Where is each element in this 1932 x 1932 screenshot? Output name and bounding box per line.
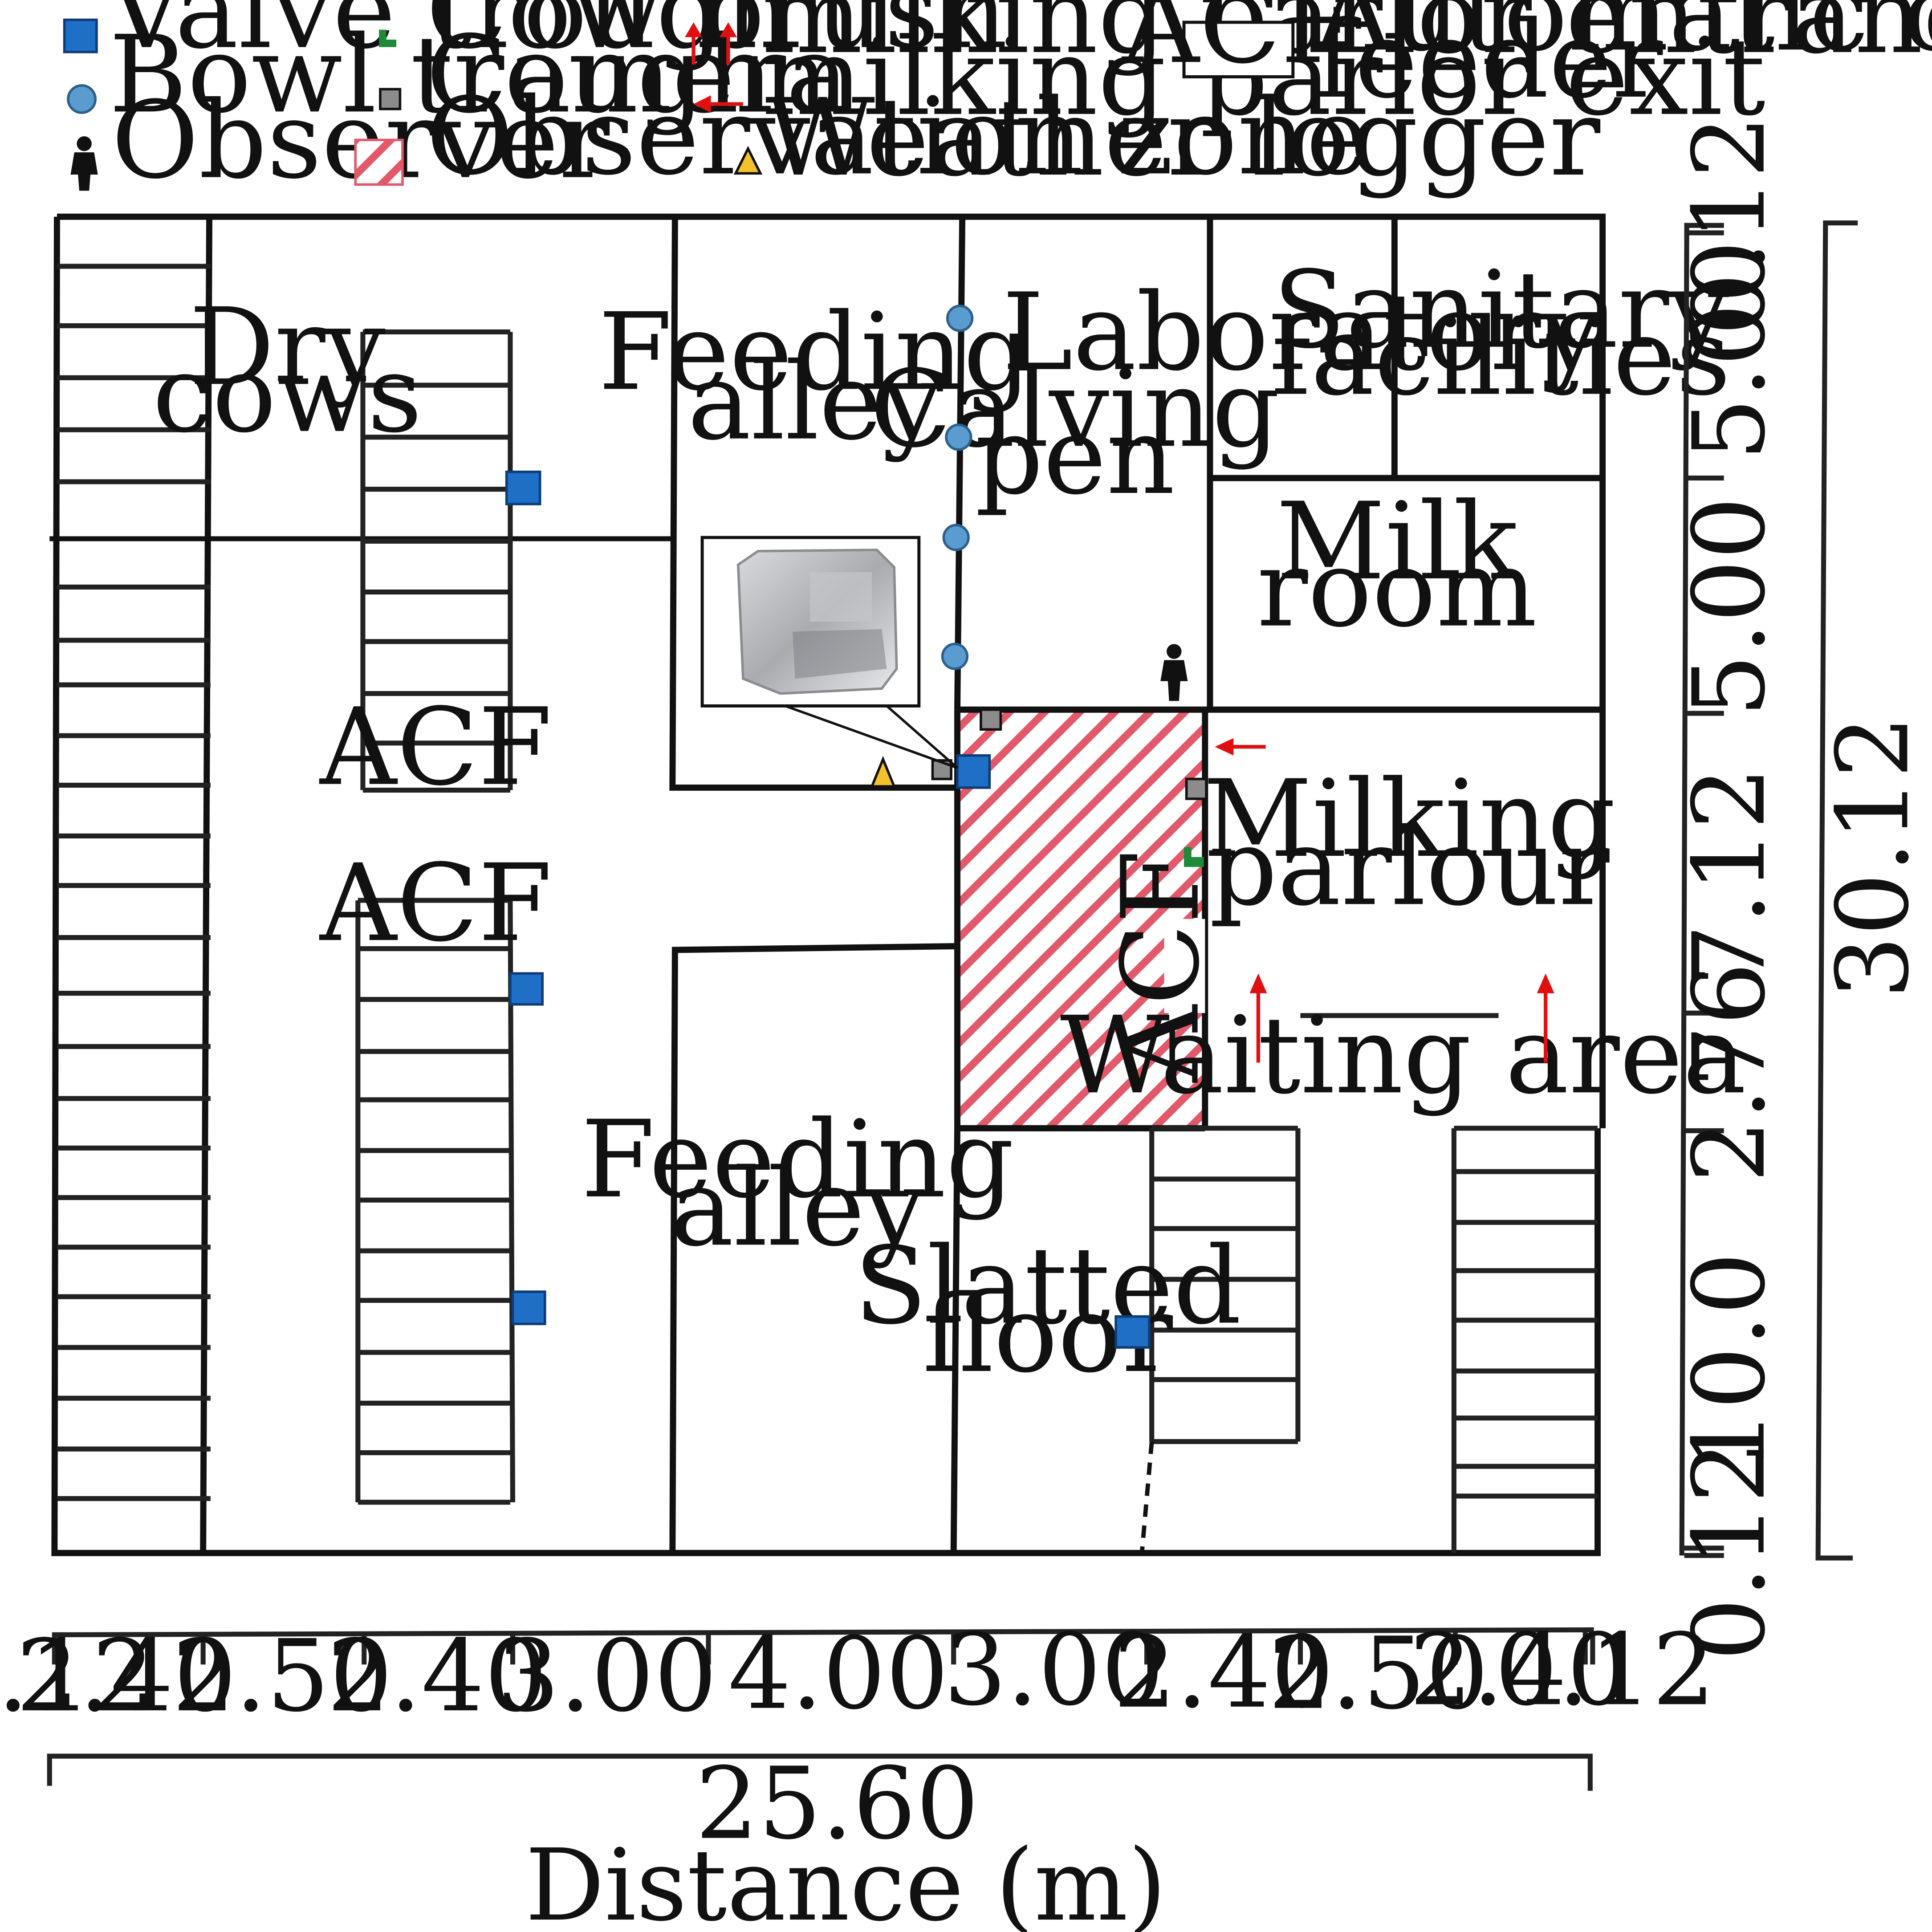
- dry-cows-label-1: Dry: [189, 285, 386, 409]
- laboratory-label: Laboratory: [1002, 271, 1601, 395]
- vertical-dimension-label: 10.0: [1672, 1252, 1787, 1472]
- observer-legend-icon: [70, 136, 98, 191]
- sanitary-label-2: facilities: [1271, 295, 1731, 419]
- acf-legend-box: [1182, 20, 1295, 78]
- right-center-stalls: [1149, 1126, 1301, 1444]
- valve-trough-icon: [511, 1290, 546, 1326]
- legend-bowl-trough: Bowl trough: [109, 13, 774, 137]
- legend-weather-logger: Weather logger: [765, 76, 1601, 200]
- legend-acf-line2: feeder: [1315, 0, 1663, 122]
- weather-logger-legend-icon: [733, 146, 763, 175]
- horizontal-dimension-label: 2.40: [327, 1619, 547, 1734]
- valve-trough-icon: [505, 470, 541, 505]
- cow-brush-icon: [1184, 847, 1204, 867]
- legend-parlor-entrance: milking parlor entrance: [762, 0, 1932, 77]
- camera-icon: [1185, 777, 1208, 800]
- left-stalls: [57, 216, 213, 1553]
- observation-zone-legend-icon: [354, 138, 404, 186]
- total-width-label: 25.60: [696, 1746, 979, 1862]
- bowl-trough-icon: [942, 524, 970, 551]
- horizontal-dimension-label: 2.40: [1113, 1615, 1334, 1730]
- milk-room-label-1: Milk: [1276, 480, 1519, 604]
- horizontal-dimension-label: 2.40: [1409, 1612, 1630, 1728]
- parlor-exit-legend-icon: [693, 95, 743, 113]
- vertical-dimension-label: 5.00: [1672, 496, 1787, 717]
- center-stalls-lower: [355, 898, 516, 1505]
- feeding-alley-bottom-label-1: Feeding: [581, 1098, 1014, 1222]
- horizontal-dimension-label: 2.40: [16, 1619, 236, 1734]
- sanitary-label-1: Sanitary: [1273, 248, 1729, 372]
- observer-icon: [1160, 644, 1188, 701]
- feeding-alley-top-label-2: alley: [687, 340, 942, 464]
- calving-pen-label-1: Calving: [870, 347, 1280, 471]
- right-stalls: [1451, 1126, 1598, 1553]
- legend-cow-brush: Cow brush: [426, 0, 1008, 73]
- vertical-dimension-label: 0.12: [1672, 1440, 1787, 1661]
- waiting-area-label: Waiting area: [1060, 994, 1746, 1118]
- horizontal-dimension-label: 2.50: [172, 1619, 392, 1734]
- camera-icon: [980, 708, 1002, 731]
- feeding-alley-top-wall: [669, 216, 958, 791]
- calving-pen-west-wall: [954, 216, 966, 710]
- feeding-alley-bottom-wall: [669, 943, 958, 1553]
- parlor-entrance-arrow-icon: [1249, 973, 1267, 1063]
- horizontal-dimension-label: 0.12: [1495, 1612, 1715, 1728]
- horizontal-dimension-label: 3.00: [496, 1619, 717, 1734]
- legend-acf-line1: Automatic concentrate: [1314, 0, 1932, 75]
- valve-trough-icon: [509, 972, 544, 1006]
- bowl-trough-legend-icon: [67, 84, 97, 114]
- milk-room-label-2: room: [1257, 527, 1537, 651]
- floor-plan: Dry cows Feeding alley Calving pen Labor…: [49, 213, 1746, 1556]
- legend-acf-abbrev: ACF: [1122, 0, 1355, 87]
- legend-observation-zone: Observation zone: [426, 75, 1369, 199]
- center-stalls-upper: [360, 329, 513, 793]
- slatted-floor-dashed-boundary: [1139, 1441, 1154, 1554]
- trough-photo-callout: [700, 536, 958, 769]
- acf-vertical-label: ACF: [1099, 850, 1223, 1083]
- vertical-dimension-label: 7.12: [1672, 767, 1787, 987]
- valve-trough-legend-icon: [63, 18, 98, 53]
- horizontal-dimension-label: 2.50: [1268, 1616, 1489, 1732]
- slatted-floor-label-1: Slatted: [854, 1224, 1241, 1348]
- x-axis-label: Distance (m): [525, 1828, 1167, 1932]
- bowl-trough-icon: [946, 305, 974, 332]
- cow-brush-legend-icon: [379, 29, 397, 47]
- barn-outer-wall: [51, 213, 1606, 1556]
- valve-trough-icon: [1114, 1315, 1151, 1349]
- horizontal-dimension-label: 0.12: [0, 1619, 155, 1734]
- milking-parlour-label-1: Milking: [1203, 757, 1616, 881]
- slatted-floor-west-wall: [950, 1128, 960, 1553]
- bowl-trough-icon: [945, 423, 972, 451]
- parlor-entrance-arrow-icon: [1537, 973, 1554, 1063]
- milking-parlour-label-2: parlour: [1209, 805, 1610, 929]
- dry-cows-label-2: cows: [153, 333, 422, 456]
- bowl-trough-icon: [941, 643, 969, 670]
- parlor-entrance-legend-icon: [685, 22, 737, 65]
- trough-photo-icon: [736, 549, 898, 695]
- vertical-dimension-label: 0.12: [1672, 115, 1787, 336]
- vertical-dimension-label: 2.76: [1672, 962, 1787, 1183]
- vertical-dimension-label: 5.00: [1672, 240, 1787, 460]
- weather-logger-icon: [870, 756, 896, 788]
- total-height-label: 30.12: [1815, 715, 1931, 999]
- acf-upper-label: ACF: [319, 686, 552, 809]
- feeding-alley-bottom-label-2: alley: [670, 1146, 925, 1270]
- acf-lower-label: ACF: [319, 842, 552, 965]
- horizontal-dimension-label: 4.00: [728, 1616, 948, 1732]
- horizontal-dimension-label: 3.00: [944, 1612, 1164, 1728]
- calving-pen-label-2: pen: [975, 395, 1175, 518]
- valve-trough-icon: [956, 754, 991, 789]
- legend-camera: Camera: [426, 13, 850, 137]
- acf-vertical-box: [1164, 919, 1205, 1013]
- camera-legend-icon: [379, 88, 402, 110]
- horizontal-dimension-bar: 0.122.402.502.403.004.003.002.402.502.40…: [0, 1612, 1715, 1932]
- legend: Valve trough Bowl trough Observer Cow br…: [63, 0, 1932, 203]
- legend-valve-trough: Valve trough: [106, 0, 793, 73]
- parlor-exit-arrow-icon: [1215, 738, 1266, 756]
